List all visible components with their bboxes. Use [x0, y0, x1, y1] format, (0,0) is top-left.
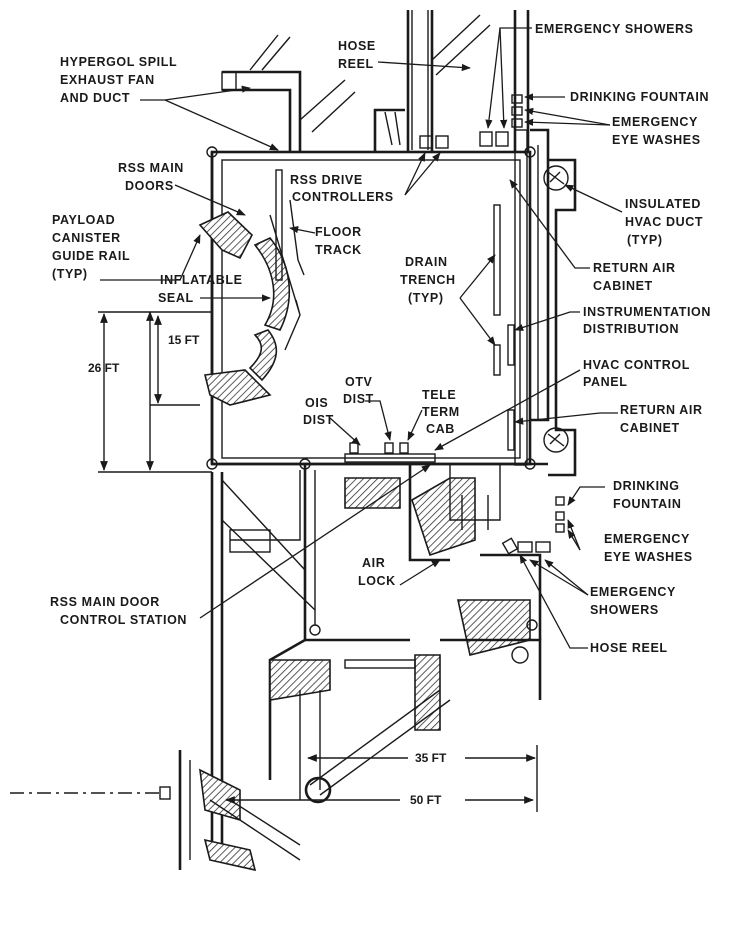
dimension-35-ft: 35 FT — [415, 751, 447, 765]
label-drain-trench: DRAIN TRENCH (TYP) — [400, 255, 460, 305]
label-return-air-cabinet-bottom: RETURN AIR CABINET — [620, 403, 707, 435]
label-emergency-eye-washes-bottom: EMERGENCY EYE WASHES — [604, 532, 694, 564]
labels: HYPERGOL SPILL EXHAUST FAN AND DUCT HOSE… — [50, 22, 715, 655]
label-rss-drive-controllers: RSS DRIVE CONTROLLERS — [290, 173, 394, 204]
label-hvac-control-panel: HVAC CONTROL PANEL — [583, 358, 694, 389]
label-tele-term-cab: TELE TERM CAB — [422, 388, 464, 436]
label-emergency-showers-top: EMERGENCY SHOWERS — [535, 22, 694, 36]
label-drinking-fountain-top: DRINKING FOUNTAIN — [570, 90, 709, 104]
structure — [10, 10, 577, 872]
label-ois-dist: OIS DIST — [303, 396, 334, 427]
label-inflatable-seal: INFLATABLE SEAL — [158, 273, 247, 305]
dimension-labels: 15 FT 26 FT 35 FT 50 FT — [88, 333, 447, 807]
label-payload-canister-guide-rail: PAYLOAD CANISTER GUIDE RAIL (TYP) — [52, 213, 134, 281]
label-drinking-fountain-bottom: DRINKING FOUNTAIN — [613, 479, 684, 511]
label-rss-main-door-control-station: RSS MAIN DOOR CONTROL STATION — [50, 595, 187, 627]
label-hose-reel-top: HOSE REEL — [338, 39, 380, 71]
label-insulated-hvac-duct: INSULATED HVAC DUCT (TYP) — [625, 197, 707, 247]
label-rss-main-doors: RSS MAIN DOORS — [118, 161, 188, 193]
label-emergency-eye-washes-top: EMERGENCY EYE WASHES — [612, 115, 702, 147]
label-instrumentation-distribution: INSTRUMENTATION DISTRIBUTION — [583, 305, 715, 336]
label-emergency-showers-bottom: EMERGENCY SHOWERS — [590, 585, 680, 617]
dimension-lines — [98, 311, 538, 812]
dimension-15-ft: 15 FT — [168, 333, 200, 347]
leader-lines — [100, 27, 623, 649]
dimension-26-ft: 26 FT — [88, 361, 120, 375]
label-otv-dist: OTV DIST — [343, 375, 377, 406]
dimension-50-ft: 50 FT — [410, 793, 442, 807]
label-floor-track: FLOOR TRACK — [315, 225, 366, 257]
label-hypergol-spill-exhaust-fan: HYPERGOL SPILL EXHAUST FAN AND DUCT — [60, 55, 181, 105]
label-air-lock: AIR LOCK — [358, 556, 396, 588]
label-return-air-cabinet-top: RETURN AIR CABINET — [593, 261, 680, 293]
label-hose-reel-bottom: HOSE REEL — [590, 641, 668, 655]
